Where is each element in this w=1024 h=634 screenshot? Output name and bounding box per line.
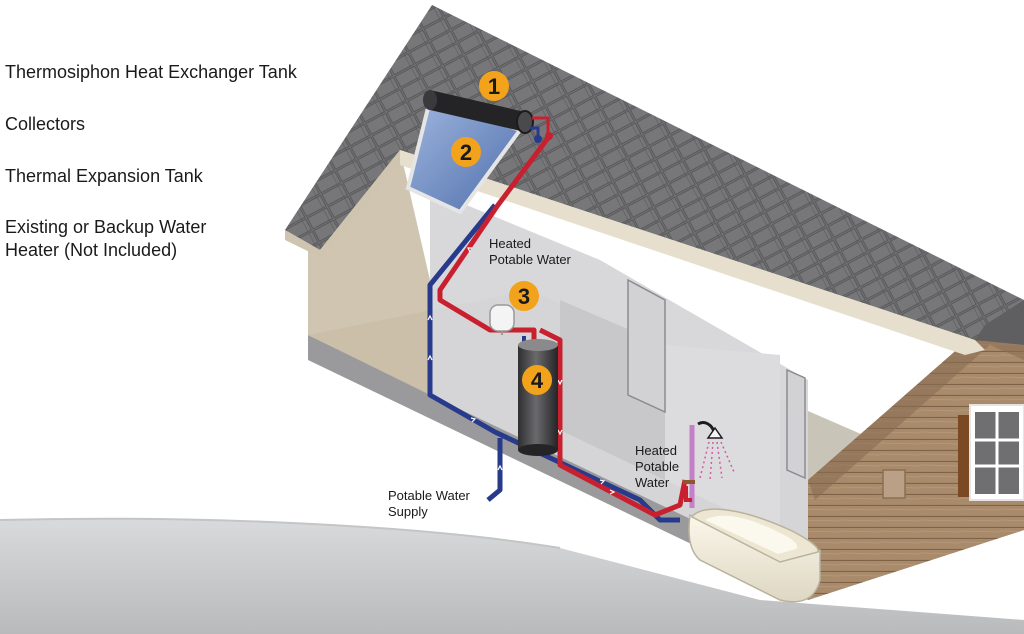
siding-vent [882, 469, 906, 499]
label-heated-top-line2: Potable Water [489, 252, 572, 267]
flow-arrows [427, 247, 616, 495]
ground-plane [0, 518, 1024, 634]
bathtub [688, 508, 821, 603]
roof-right-gable [975, 300, 1024, 345]
label-heated-bath-line2: Potable [635, 459, 679, 474]
siding-gable-shadow [808, 325, 1024, 500]
cold-pipe-supply [486, 438, 503, 502]
label-heated-top-line1: Heated [489, 236, 531, 251]
foundation-left [308, 335, 808, 600]
label-supply-line2: Supply [388, 504, 428, 519]
hot-pipe-out [538, 327, 688, 518]
label-heated-bath-line1: Heated [635, 443, 677, 458]
ground-edge [0, 517, 561, 549]
roof-main-stagger [285, 5, 1024, 340]
heat-exchanger-tank [423, 90, 553, 143]
legend-item-3-text: Thermal Expansion Tank [5, 166, 203, 186]
roof-eave [400, 150, 985, 355]
badge-2: 2 [451, 137, 481, 167]
door-2 [786, 368, 806, 480]
legend-item-4-line1: Existing or Backup Water [5, 217, 207, 237]
badge-3-number: 3 [518, 284, 530, 309]
label-supply-line1: Potable Water [388, 488, 471, 503]
legend-item-4: Existing or Backup Water Heater (Not Inc… [5, 216, 206, 262]
legend-item-2: Collectors [5, 113, 85, 136]
badge-4-number: 4 [531, 368, 544, 393]
badge-2-number: 2 [460, 140, 472, 165]
thermal-expansion-tank [489, 304, 515, 335]
siding-gable [808, 325, 1024, 600]
hot-pipe [437, 136, 551, 345]
legend-item-1: Thermosiphon Heat Exchanger Tank [5, 61, 297, 84]
legend-item-3: Thermal Expansion Tank [5, 165, 203, 188]
legend-item-1-text: Thermosiphon Heat Exchanger Tank [5, 62, 297, 82]
shower-spray [699, 441, 735, 481]
label-heated-bath-line3: Water [635, 475, 670, 490]
badge-3: 3 [509, 281, 539, 311]
shower [683, 421, 735, 508]
water-heater [518, 339, 558, 456]
house-window [958, 404, 1024, 501]
interior-wall-left [308, 150, 430, 395]
door-1 [627, 278, 666, 414]
cold-pipe [427, 203, 680, 523]
badge-4: 4 [522, 365, 552, 395]
legend-item-4-line2: Heater (Not Included) [5, 240, 178, 260]
badge-1-number: 1 [488, 74, 500, 99]
legend-item-2-text: Collectors [5, 114, 86, 134]
badge-1: 1 [479, 71, 509, 101]
